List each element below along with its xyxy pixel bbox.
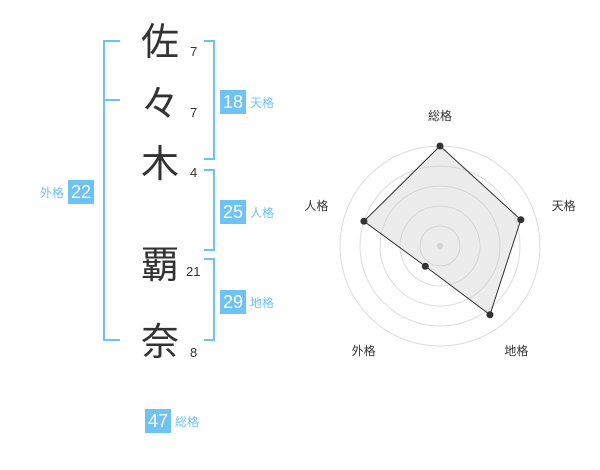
soukaku-label: 総格 xyxy=(175,414,200,429)
jinkaku-bracket xyxy=(204,169,215,251)
tenkaku-badge: 18 天格 xyxy=(220,90,278,114)
radar-area xyxy=(363,145,522,316)
chikaku-bracket xyxy=(204,258,215,341)
name-char-5: 奈 xyxy=(140,320,179,364)
soukaku-badge: 47 総格 xyxy=(145,409,203,433)
stroke-count-1: 7 xyxy=(190,44,198,59)
tenkaku-value: 18 xyxy=(220,90,247,114)
radar-ring xyxy=(379,185,501,307)
radar-axis-label: 地格 xyxy=(504,343,528,358)
chikaku-value: 29 xyxy=(220,290,247,314)
chikaku-badge: 29 地格 xyxy=(220,290,278,314)
radar-axis-label: 人格 xyxy=(304,198,328,213)
tenkaku-bracket xyxy=(204,40,215,160)
jinkaku-value: 25 xyxy=(220,200,247,224)
gaikaku-label: 外格 xyxy=(40,185,65,200)
radar-axis-label: 総格 xyxy=(428,108,452,123)
radar-axis-label: 外格 xyxy=(352,343,376,358)
radar-center xyxy=(437,243,443,249)
radar-point xyxy=(421,262,429,270)
jinkaku-badge: 25 人格 xyxy=(220,200,278,224)
radar-series xyxy=(360,142,525,319)
radar-axis-label: 天格 xyxy=(552,198,576,213)
radar-point xyxy=(486,311,494,319)
gaikaku-value: 22 xyxy=(68,180,95,204)
name-char-1: 佐 xyxy=(140,20,179,64)
radar-ring xyxy=(419,225,461,267)
name-char-4: 覇 xyxy=(140,243,179,287)
radar-point xyxy=(360,217,368,225)
radar-grid xyxy=(339,145,541,347)
stroke-count-3: 4 xyxy=(190,165,198,180)
stroke-count-2: 7 xyxy=(190,105,198,120)
stroke-count-5: 8 xyxy=(190,345,198,360)
soukaku-value: 47 xyxy=(145,409,172,433)
radar-point xyxy=(517,216,525,224)
radar-ring xyxy=(359,165,521,327)
stroke-count-4: 21 xyxy=(186,264,201,279)
tenkaku-label: 天格 xyxy=(250,95,275,110)
gaikaku-badge: 外格 22 xyxy=(36,180,95,204)
name-char-3: 木 xyxy=(140,142,179,186)
name-char-2: 々 xyxy=(140,82,179,126)
jinkaku-label: 人格 xyxy=(250,205,275,220)
radar-point xyxy=(436,142,444,150)
radar-ring xyxy=(399,205,481,287)
gaikaku-bracket xyxy=(103,40,120,341)
chikaku-label: 地格 xyxy=(250,295,275,310)
